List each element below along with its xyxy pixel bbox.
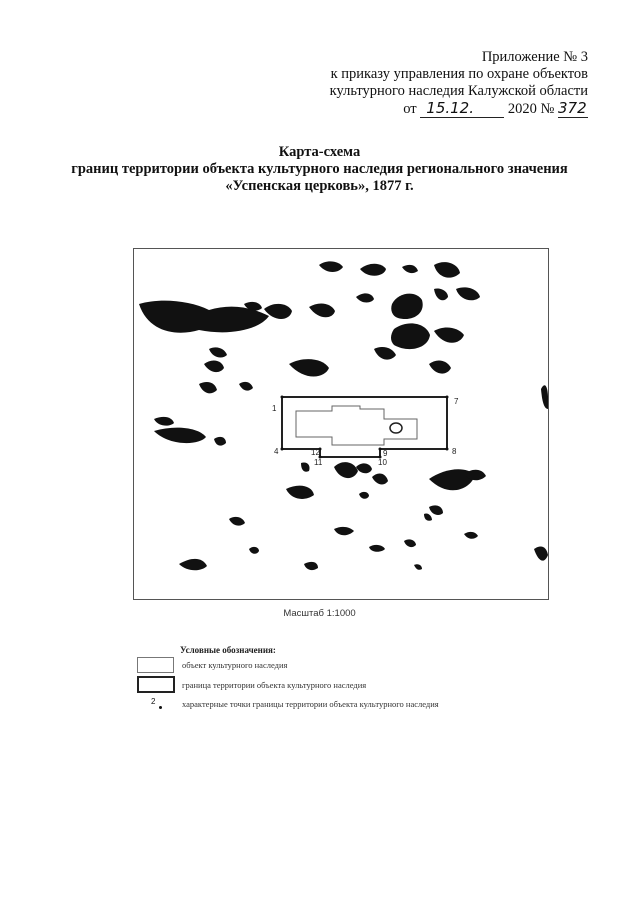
svg-text:7: 7 [454, 397, 459, 406]
boundary-points [280, 395, 449, 459]
heritage-object-outline [295, 405, 418, 446]
boundary-point-labels: 1 4 7 8 9 10 11 12 [272, 397, 459, 467]
legend-title: Условные обозначения: [180, 645, 276, 655]
date-number-line: от 15.12. 2020 № 372 [330, 100, 588, 118]
order-reference-line: к приказу управления по охране объектов [330, 66, 588, 82]
document-title: Карта-схема границ территории объекта ку… [0, 144, 639, 195]
year-label: 2020 № [507, 101, 555, 117]
map-scale: Масштаб 1:1000 [283, 608, 356, 619]
map-terrain-blobs [139, 261, 548, 571]
title-line-2: границ территории объекта культурного на… [71, 161, 568, 177]
map-scheme: 1 4 7 8 9 10 11 12 [133, 248, 549, 600]
legend-item-territory-boundary: граница территории объекта культурного н… [182, 680, 367, 690]
svg-text:4: 4 [274, 447, 279, 456]
svg-text:11: 11 [314, 458, 323, 467]
legend-item-characteristic-points: характерные точки границы территории объ… [182, 699, 439, 709]
svg-text:9: 9 [383, 449, 388, 458]
authority-line: культурного наследия Калужской области [329, 83, 588, 99]
svg-text:10: 10 [378, 458, 387, 467]
title-line-3: «Успенская церковь», 1877 г. [225, 178, 414, 194]
legend-item-heritage-object: объект культурного наследия [182, 660, 288, 670]
annex-number: Приложение № 3 [481, 49, 588, 65]
legend-point-dot-icon [159, 706, 162, 709]
from-prefix: от [403, 101, 417, 117]
legend-point-number: 2 [151, 697, 156, 706]
title-line-1: Карта-схема [278, 144, 361, 160]
handwritten-date: 15.12. [420, 100, 505, 118]
legend-thick-box-icon [137, 676, 175, 693]
document-header: Приложение № 3 к приказу управления по о… [330, 49, 588, 118]
svg-text:8: 8 [452, 447, 457, 456]
territory-boundary [281, 396, 448, 458]
map-image: 1 4 7 8 9 10 11 12 [139, 261, 548, 571]
svg-text:1: 1 [272, 404, 277, 413]
svg-text:12: 12 [311, 448, 320, 457]
legend-thin-box-icon [137, 657, 174, 673]
handwritten-order-number: 372 [558, 99, 588, 118]
